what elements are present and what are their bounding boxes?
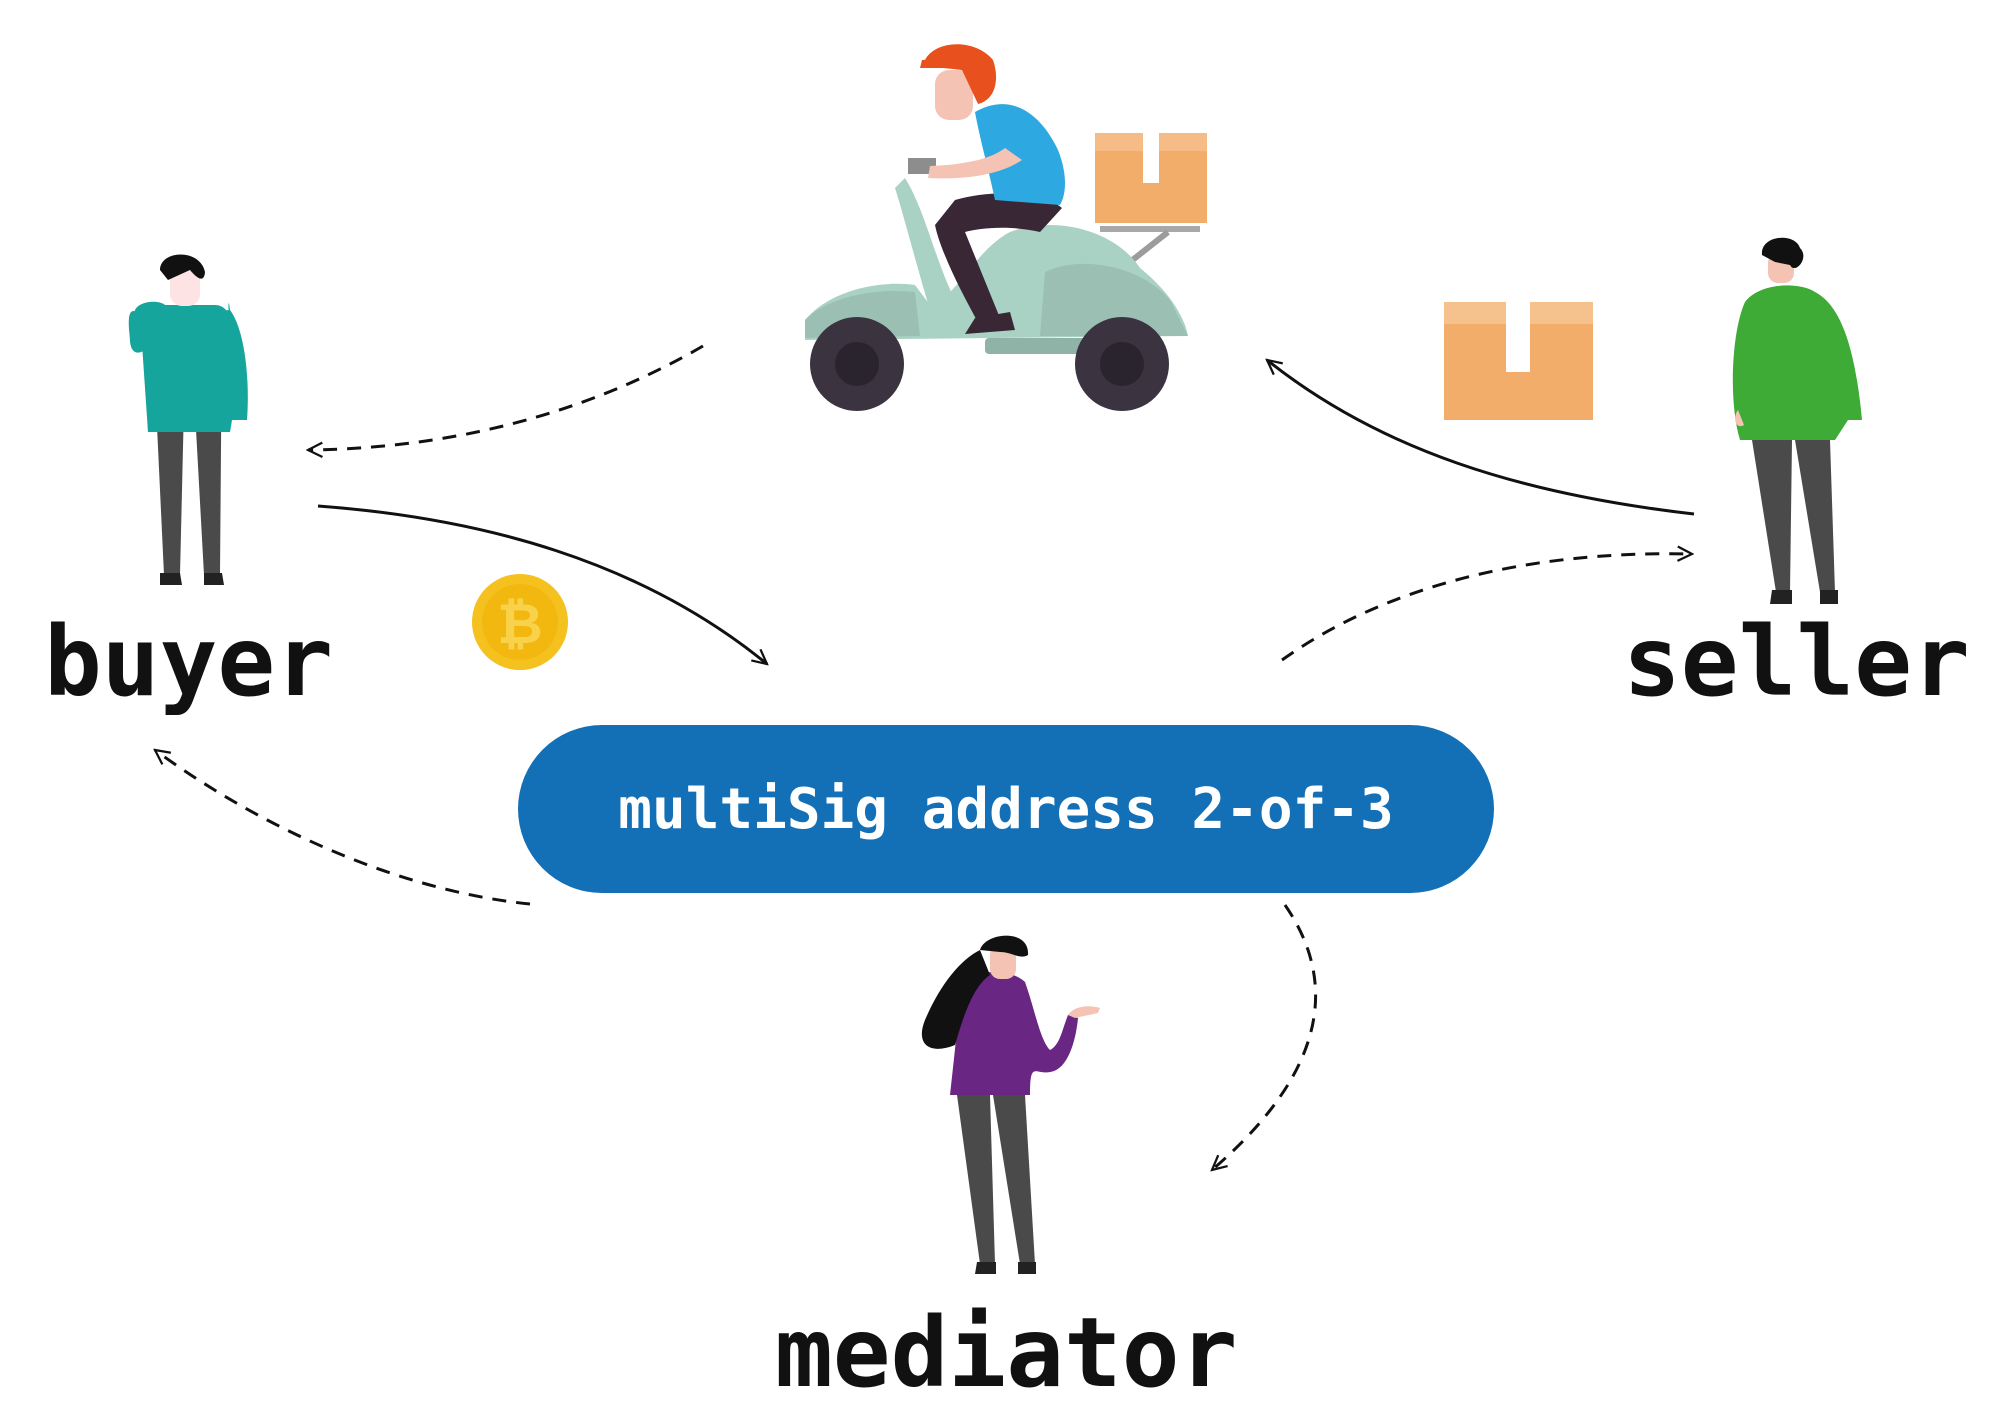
buyer-figure — [128, 254, 248, 585]
arrow-seller-to-courier — [1267, 360, 1695, 516]
arrow-multisig-to-seller — [1281, 554, 1692, 662]
multisig-address-node: multiSig address 2-of-3 — [518, 725, 1494, 893]
arrow-buyer-to-multisig — [317, 504, 767, 664]
bitcoin-coin-icon: ₿ — [472, 574, 568, 670]
arrow-multisig-to-buyer — [155, 750, 531, 906]
package-box-icon — [1444, 302, 1593, 420]
buyer-label: buyer — [44, 606, 333, 718]
arrow-courier-to-buyer — [308, 344, 704, 450]
mediator-label: mediator — [775, 1297, 1238, 1409]
seller-figure — [1732, 237, 1862, 604]
multisig-address-label: multiSig address 2-of-3 — [618, 776, 1394, 842]
svg-text:₿: ₿ — [497, 592, 543, 657]
mediator-figure — [921, 935, 1100, 1274]
arrow-multisig-to-mediator — [1212, 904, 1318, 1170]
package-box-icon — [1095, 133, 1207, 223]
seller-label: seller — [1623, 606, 1970, 718]
scooter-courier-illustration — [805, 44, 1207, 411]
